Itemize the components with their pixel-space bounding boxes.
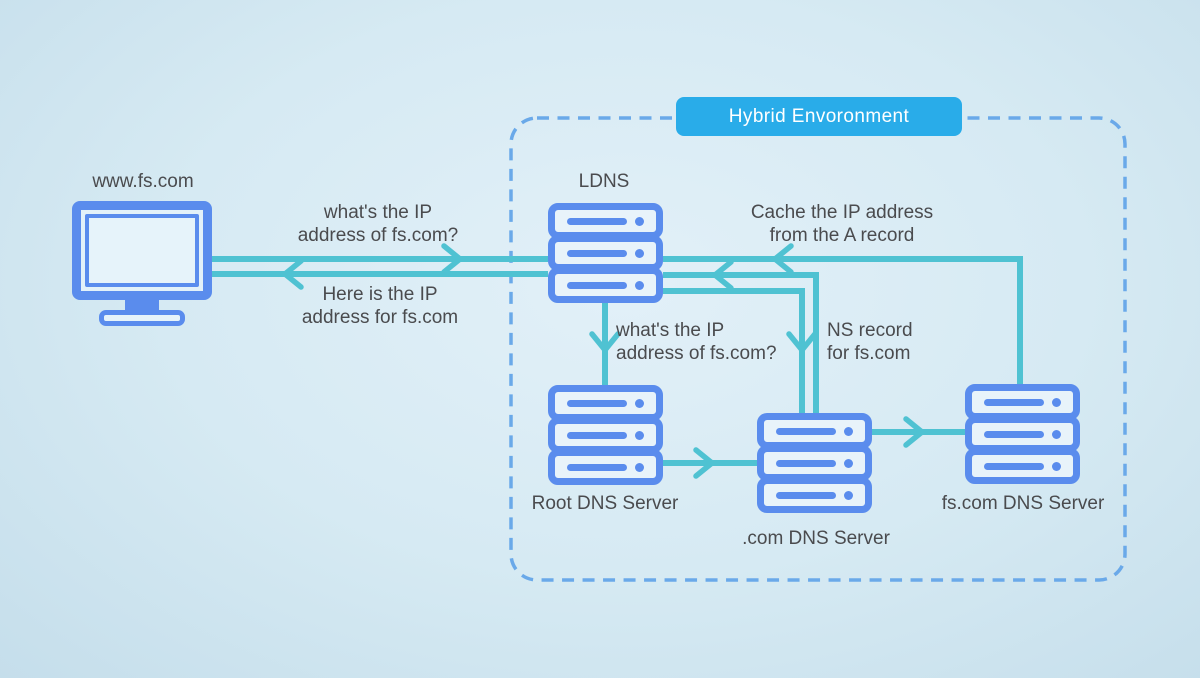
server-bar — [984, 430, 1044, 438]
ldns-label: LDNS — [578, 171, 630, 192]
server-bar — [776, 491, 836, 499]
server-slot — [548, 417, 663, 453]
server-bar — [776, 427, 836, 435]
ns-record-message: NS record for fs.com — [827, 320, 913, 364]
server-slot — [548, 267, 663, 303]
arrow-ldns-to-root — [589, 303, 621, 385]
server-bar — [984, 398, 1044, 406]
fscom-dns-label: fs.com DNS Server — [941, 493, 1105, 514]
client-monitor-icon — [72, 201, 212, 326]
server-led-dot — [635, 462, 644, 472]
server-slot — [548, 203, 663, 239]
server-slot — [757, 445, 872, 481]
server-led-dot — [1052, 429, 1061, 439]
server-slot — [757, 477, 872, 513]
server-slot — [965, 384, 1080, 420]
server-bar — [984, 462, 1044, 470]
monitor-frame — [72, 201, 212, 300]
arrow-client-to-ldns — [212, 243, 548, 275]
server-bar — [567, 281, 627, 289]
server-led-dot — [635, 216, 644, 226]
ldns-server-icon — [548, 203, 663, 303]
client-label: www.fs.com — [92, 171, 194, 192]
arrow-fscom-to-ldns — [663, 243, 1023, 385]
monitor-stand-neck — [125, 300, 159, 310]
fscom-dns-server-icon — [965, 384, 1080, 484]
server-led-dot — [844, 490, 853, 500]
hybrid-boundary-box — [509, 116, 1127, 582]
server-slot — [548, 385, 663, 421]
server-led-dot — [844, 426, 853, 436]
com-dns-server-icon — [757, 413, 872, 513]
server-bar — [567, 463, 627, 471]
server-bar — [567, 217, 627, 225]
server-led-dot — [635, 398, 644, 408]
hybrid-environment-badge: Hybrid Envoronment — [676, 97, 962, 136]
server-led-dot — [1052, 397, 1061, 407]
arrow-root-to-com — [663, 447, 757, 479]
cache-a-record-message: Cache the IP address from the A record — [750, 202, 934, 246]
root-dns-label: Root DNS Server — [531, 493, 679, 514]
server-slot — [548, 449, 663, 485]
root-dns-server-icon — [548, 385, 663, 485]
monitor-stand-base — [99, 310, 185, 326]
server-slot — [757, 413, 872, 449]
server-bar — [567, 431, 627, 439]
root-query-message: what's the IP address of fs.com? — [616, 320, 777, 364]
server-led-dot — [635, 280, 644, 290]
server-slot — [965, 448, 1080, 484]
monitor-screen — [85, 214, 199, 287]
com-dns-label: .com DNS Server — [742, 528, 890, 549]
server-led-dot — [1052, 461, 1061, 471]
arrow-ldns-to-com — [663, 288, 818, 413]
server-led-dot — [635, 430, 644, 440]
client-query-message: what's the IP address of fs.com? — [297, 202, 459, 246]
server-slot — [965, 416, 1080, 452]
ldns-reply-message: Here is the IP address for fs.com — [301, 284, 459, 328]
server-bar — [567, 399, 627, 407]
arrow-com-to-ldns — [663, 259, 819, 413]
hybrid-environment-label: Hybrid Envoronment — [728, 105, 910, 127]
server-slot — [548, 235, 663, 271]
server-bar — [776, 459, 836, 467]
server-bar — [567, 249, 627, 257]
server-led-dot — [635, 248, 644, 258]
server-led-dot — [844, 458, 853, 468]
arrow-com-to-fscom — [870, 416, 966, 448]
arrow-ldns-to-client — [212, 258, 548, 290]
